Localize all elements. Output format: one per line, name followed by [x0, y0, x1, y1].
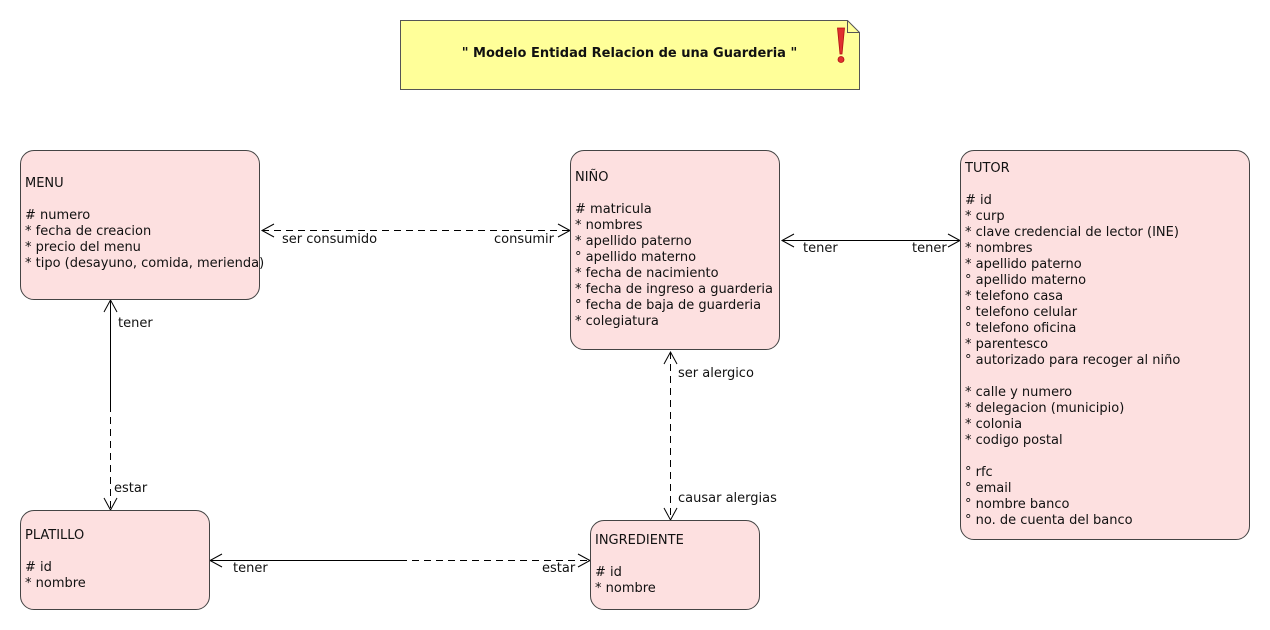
- entity-name: MENU: [25, 176, 64, 191]
- attribute-item: # matricula: [575, 202, 652, 217]
- attribute-item: * nombre: [595, 581, 656, 596]
- entity-name: TUTOR: [965, 161, 1010, 176]
- rel-label-consumir: consumir: [494, 232, 554, 247]
- attribute-spacer: [965, 369, 1249, 385]
- attribute-item: ° nombre banco: [965, 497, 1070, 512]
- diagram-title: " Modelo Entidad Relacion de una Guarder…: [461, 46, 798, 61]
- attribute-item: ° apellido materno: [575, 250, 697, 265]
- attribute-item: # numero: [25, 208, 91, 223]
- entity-name: INGREDIENTE: [595, 533, 684, 548]
- attribute-item: ° autorizado para recoger al niño: [965, 353, 1181, 368]
- attribute-item: * apellido paterno: [575, 234, 692, 249]
- rel-label-estar-ingrediente: estar: [542, 561, 576, 576]
- entity-tutor[interactable]: TUTOR # id* curp* clave credencial de le…: [960, 150, 1250, 540]
- entity-name: PLATILLO: [25, 528, 85, 543]
- entity-platillo[interactable]: PLATILLO # id* nombre: [20, 510, 210, 610]
- attribute-item: * clave credencial de lector (INE): [965, 225, 1179, 240]
- attribute-list: # id* nombre: [595, 565, 759, 597]
- attribute-spacer: [965, 449, 1249, 465]
- rel-label-tener-platillo: tener: [233, 561, 268, 576]
- entity-name: NIÑO: [575, 170, 609, 185]
- attribute-item: * codigo postal: [965, 433, 1063, 448]
- rel-label-tener-tutor: tener: [912, 241, 947, 256]
- attribute-item: * apellido paterno: [965, 257, 1082, 272]
- attribute-item: ° telefono celular: [965, 305, 1078, 320]
- attribute-list: # matricula* nombres* apellido paterno° …: [575, 202, 779, 330]
- exclamation-icon: [837, 27, 845, 63]
- attribute-item: * fecha de nacimiento: [575, 266, 719, 281]
- attribute-item: * fecha de creacion: [25, 224, 152, 239]
- attribute-item: * nombres: [965, 241, 1033, 256]
- attribute-item: * delegacion (municipio): [965, 401, 1125, 416]
- attribute-item: # id: [25, 560, 52, 575]
- attribute-item: * nombre: [25, 576, 86, 591]
- attribute-item: ° apellido materno: [965, 273, 1087, 288]
- rel-label-ser-consumido: ser consumido: [282, 232, 378, 247]
- rel-label-tener-menu: tener: [118, 316, 153, 331]
- rel-label-estar-platillo: estar: [114, 481, 148, 496]
- attribute-item: * telefono casa: [965, 289, 1064, 304]
- entity-menu[interactable]: MENU # numero* fecha de creacion* precio…: [20, 150, 265, 300]
- rel-label-tener-nino: tener: [803, 241, 838, 256]
- entity-ingrediente[interactable]: INGREDIENTE # id* nombre: [590, 520, 760, 610]
- attribute-item: ° no. de cuenta del banco: [965, 513, 1133, 528]
- note-shape: [400, 20, 860, 90]
- attribute-item: * calle y numero: [965, 385, 1073, 400]
- rel-menu-platillo-line: [103, 298, 118, 512]
- attribute-item: * colonia: [965, 417, 1023, 432]
- title-note: " Modelo Entidad Relacion de una Guarder…: [400, 20, 859, 89]
- attribute-item: # id: [595, 565, 622, 580]
- attribute-item: * fecha de ingreso a guarderia: [575, 282, 773, 297]
- attribute-item: * nombres: [575, 218, 643, 233]
- entity-nino[interactable]: NIÑO # matricula* nombres* apellido pate…: [570, 150, 780, 350]
- attribute-item: * parentesco: [965, 337, 1049, 352]
- attribute-item: ° rfc: [965, 465, 993, 480]
- attribute-item: # id: [965, 193, 992, 208]
- attribute-item: * curp: [965, 209, 1005, 224]
- attribute-item: * colegiatura: [575, 314, 659, 329]
- attribute-list: # id* curp* clave credencial de lector (…: [965, 193, 1249, 529]
- attribute-item: * tipo (desayuno, comida, merienda): [25, 256, 265, 271]
- attribute-item: * precio del menu: [25, 240, 141, 255]
- rel-nino-ingrediente-line: [663, 350, 678, 522]
- attribute-list: # numero* fecha de creacion* precio del …: [25, 208, 265, 272]
- attribute-item: ° telefono oficina: [965, 321, 1077, 336]
- attribute-list: # id* nombre: [25, 560, 209, 592]
- attribute-item: ° fecha de baja de guarderia: [575, 298, 762, 313]
- rel-label-causar-alergias: causar alergias: [678, 491, 777, 506]
- attribute-item: ° email: [965, 481, 1012, 496]
- rel-label-ser-alergico: ser alergico: [678, 366, 754, 381]
